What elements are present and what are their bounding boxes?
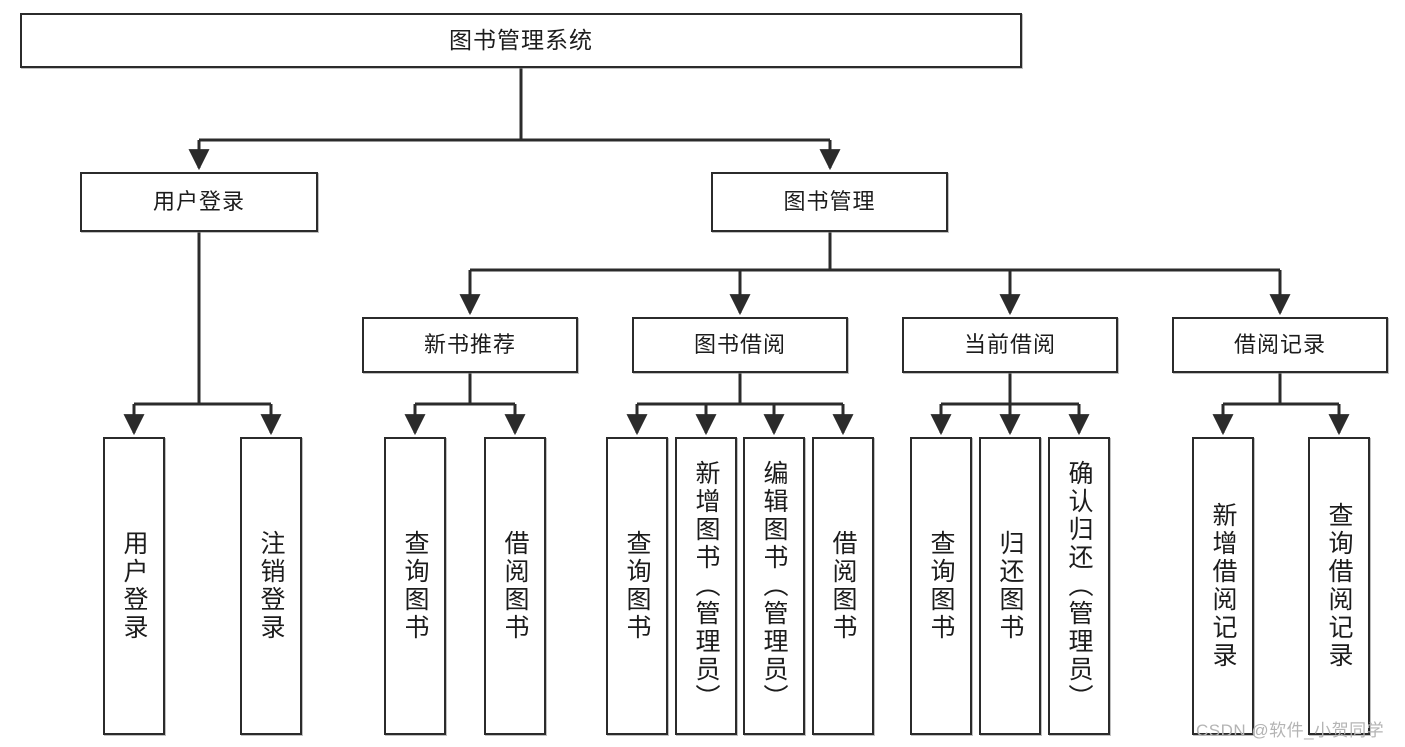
node-leaf-confirm-return[interactable]: 确认归还（管理员） (1048, 437, 1110, 735)
node-leaf-user-login-label: 用户登录 (120, 530, 148, 642)
node-leaf-query-book-2[interactable]: 查询图书 (606, 437, 668, 735)
node-leaf-query-record-label: 查询借阅记录 (1325, 502, 1353, 670)
node-current-borrow-label: 当前借阅 (963, 332, 1056, 358)
node-leaf-user-login[interactable]: 用户登录 (103, 437, 165, 735)
node-current-borrow[interactable]: 当前借阅 (902, 317, 1118, 373)
node-book-manage-label: 图书管理 (783, 189, 876, 215)
node-leaf-logout[interactable]: 注销登录 (240, 437, 302, 735)
node-book-manage[interactable]: 图书管理 (711, 172, 948, 232)
node-leaf-query-book-3[interactable]: 查询图书 (910, 437, 972, 735)
node-leaf-query-record[interactable]: 查询借阅记录 (1308, 437, 1370, 735)
node-borrow-record-label: 借阅记录 (1233, 332, 1326, 358)
node-leaf-add-book-label: 新增图书（管理员） (692, 460, 720, 712)
node-user-login-label: 用户登录 (152, 189, 245, 215)
node-root[interactable]: 图书管理系统 (20, 13, 1022, 68)
node-leaf-borrow-book-1[interactable]: 借阅图书 (484, 437, 546, 735)
node-leaf-borrow-book-1-label: 借阅图书 (501, 530, 529, 642)
node-leaf-add-record[interactable]: 新增借阅记录 (1192, 437, 1254, 735)
node-root-label: 图书管理系统 (449, 27, 593, 54)
node-borrow-record[interactable]: 借阅记录 (1172, 317, 1388, 373)
node-book-borrow[interactable]: 图书借阅 (632, 317, 848, 373)
node-leaf-edit-book[interactable]: 编辑图书（管理员） (743, 437, 805, 735)
node-leaf-edit-book-label: 编辑图书（管理员） (760, 460, 788, 712)
node-leaf-add-record-label: 新增借阅记录 (1209, 502, 1237, 670)
watermark-text: CSDN @软件_小贺同学 (1196, 721, 1385, 740)
node-leaf-query-book-3-label: 查询图书 (927, 530, 955, 642)
node-leaf-query-book-1-label: 查询图书 (401, 530, 429, 642)
node-new-book-rec-label: 新书推荐 (423, 332, 516, 358)
node-new-book-rec[interactable]: 新书推荐 (362, 317, 578, 373)
node-user-login[interactable]: 用户登录 (80, 172, 318, 232)
node-leaf-logout-label: 注销登录 (257, 530, 285, 642)
node-leaf-borrow-book-2[interactable]: 借阅图书 (812, 437, 874, 735)
node-leaf-add-book[interactable]: 新增图书（管理员） (675, 437, 737, 735)
node-leaf-query-book-2-label: 查询图书 (623, 530, 651, 642)
node-leaf-query-book-1[interactable]: 查询图书 (384, 437, 446, 735)
node-leaf-return-book-label: 归还图书 (996, 530, 1024, 642)
node-leaf-borrow-book-2-label: 借阅图书 (829, 530, 857, 642)
node-leaf-return-book[interactable]: 归还图书 (979, 437, 1041, 735)
node-book-borrow-label: 图书借阅 (693, 332, 786, 358)
node-leaf-confirm-return-label: 确认归还（管理员） (1065, 460, 1093, 712)
